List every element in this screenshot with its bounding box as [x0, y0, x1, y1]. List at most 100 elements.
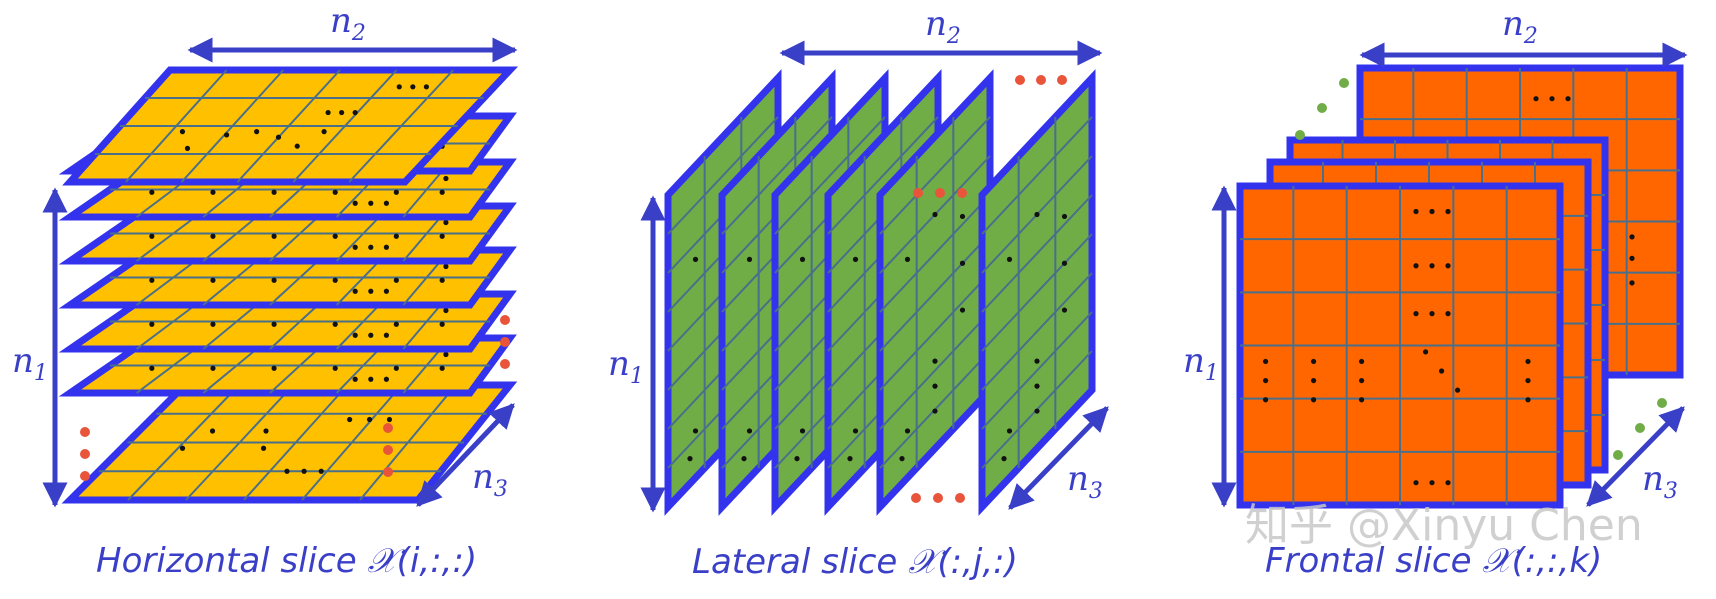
horizontal-slice — [62, 66, 519, 186]
ellipsis-dot — [352, 244, 358, 250]
lateral-slice-stack — [664, 69, 1096, 516]
horizontal-slice — [61, 381, 518, 504]
n1-label: n1 — [1183, 341, 1219, 386]
ellipsis-dot — [1629, 280, 1635, 286]
ellipsis-dot — [1311, 377, 1317, 384]
ellipsis-dot — [1533, 96, 1539, 102]
ellipsis-dot — [1439, 368, 1445, 374]
ellipsis-dot — [149, 189, 155, 195]
ellipsis-dot — [443, 219, 449, 226]
ellipsis-dot — [904, 428, 911, 434]
ellipsis-dot — [352, 109, 358, 116]
ellipsis-dot — [959, 260, 966, 266]
ellipsis-dot — [275, 134, 282, 140]
ellipsis-dot — [443, 175, 449, 182]
n3-arrow — [1586, 406, 1685, 507]
n1-label: n1 — [12, 341, 48, 386]
ellipsis-dot — [383, 244, 389, 250]
ellipsis-dot — [1311, 358, 1317, 365]
ellipsis-dot — [179, 445, 186, 451]
ellipsis-dot — [1565, 96, 1571, 102]
ellipsis-dot — [439, 365, 445, 371]
n3-label: n3 — [472, 457, 508, 502]
panel-frontal: n2 n1 n3 Frontal slice 𝒳(:,:,k) — [1183, 4, 1688, 581]
ellipsis-dot — [1413, 480, 1419, 486]
ellipsis-dot — [271, 321, 277, 327]
ellipsis-dot — [852, 428, 859, 434]
ellipsis-dot — [1061, 213, 1068, 220]
ellipsis-dot — [393, 321, 399, 327]
ellipsis-dot — [1525, 397, 1531, 403]
ellipsis-dot — [210, 277, 216, 283]
ellipsis-dot — [1429, 480, 1435, 486]
ellipsis-dot — [332, 365, 338, 371]
ellipsis-dot — [959, 307, 966, 313]
ellipsis-dot — [210, 189, 216, 195]
ellipsis-dot — [149, 277, 155, 283]
ellipsis-dot — [393, 277, 399, 283]
ellipsis-dot — [368, 244, 374, 250]
ellipsis-dot — [423, 84, 429, 90]
ellipsis-dot — [692, 428, 699, 434]
ellipsis-dot — [1034, 408, 1040, 414]
ellipsis-dot — [1445, 263, 1451, 269]
ellipsis-dot — [932, 358, 938, 364]
caption-frontal: Frontal slice 𝒳(:,:,k) — [1265, 541, 1602, 581]
ellipsis-dot — [321, 129, 327, 135]
ellipsis-dot — [271, 233, 277, 239]
ellipsis-dot — [393, 189, 399, 195]
ellipsis-dot — [1629, 234, 1635, 240]
n3-arrow — [1008, 406, 1109, 510]
ellipsis-dot — [209, 428, 216, 434]
ellipsis-dot — [959, 213, 966, 220]
ellipsis-dot — [1006, 256, 1013, 262]
ellipsis-dot — [1413, 263, 1419, 269]
ellipsis-dot — [1445, 311, 1451, 317]
ellipsis-dot — [439, 189, 445, 195]
ellipsis-dot — [1034, 358, 1040, 364]
ellipsis-dot — [352, 376, 358, 382]
ellipsis-dot — [393, 365, 399, 371]
panel-horizontal: n2 n1 n3 Horizontal slice 𝒳(i,:,:) — [12, 1, 519, 581]
ellipsis-dot — [149, 365, 155, 371]
ellipsis-dot — [383, 288, 389, 294]
ellipsis-dot — [687, 456, 693, 462]
n3-label: n3 — [1642, 459, 1678, 504]
ellipsis-dot — [1525, 377, 1531, 384]
n2-label: n2 — [1502, 4, 1538, 49]
n3-label: n3 — [1067, 459, 1103, 504]
ellipsis-dot — [352, 332, 358, 338]
ellipsis-dot — [932, 408, 938, 414]
ellipsis-vertical-dots — [80, 315, 510, 481]
lateral-slice — [978, 69, 1096, 516]
ellipsis-dot — [396, 84, 402, 90]
ellipsis-dot — [1445, 208, 1451, 215]
ellipsis-dot — [383, 200, 389, 206]
ellipsis-dot — [383, 332, 389, 338]
ellipsis-dot — [368, 332, 374, 338]
ellipsis-dot — [1429, 263, 1435, 269]
n2-label: n2 — [925, 4, 961, 49]
ellipsis-dot — [443, 351, 449, 358]
ellipsis-dot — [368, 376, 374, 382]
ellipsis-dot — [1263, 397, 1269, 403]
ellipsis-dot — [301, 468, 307, 474]
ellipsis-dot — [794, 456, 800, 462]
ellipsis-dot — [325, 109, 331, 116]
ellipsis-dot — [443, 263, 449, 270]
frontal-slice — [1236, 182, 1564, 509]
ellipsis-dot — [339, 109, 345, 116]
ellipsis-dot — [1034, 383, 1040, 389]
watermark: 知乎 @Xinyu Chen — [1245, 500, 1643, 551]
ellipsis-dot — [210, 365, 216, 371]
ellipsis-dot — [443, 307, 449, 314]
ellipsis-dot — [149, 321, 155, 327]
ellipsis-dot — [1429, 208, 1435, 215]
ellipsis-dot — [904, 256, 911, 262]
ellipsis-dot — [1423, 349, 1429, 355]
n2-label: n2 — [330, 1, 366, 46]
ellipsis-dot — [368, 288, 374, 294]
ellipsis-dot — [393, 233, 399, 239]
ellipsis-dot — [799, 256, 806, 262]
caption-lateral: Lateral slice 𝒳(:,j,:) — [692, 542, 1018, 582]
